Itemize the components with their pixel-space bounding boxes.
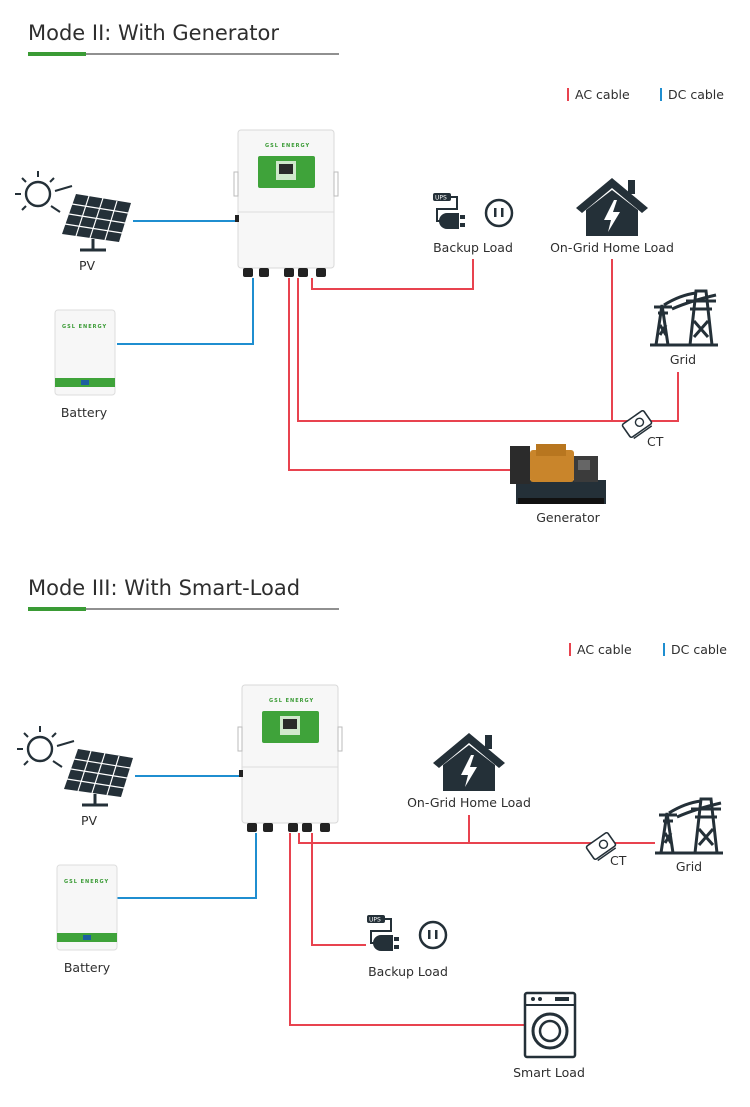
- battery-label: Battery: [61, 405, 108, 420]
- battery-logo: GSL ENERGY: [64, 879, 109, 885]
- battery-icon: GSL ENERGY: [56, 864, 118, 951]
- dc-legend-label: DC cable: [668, 87, 724, 102]
- title-accent-bar: [28, 607, 86, 611]
- backup-ac-cable: [311, 833, 366, 946]
- generator-ac-cable: [288, 278, 512, 471]
- inverter: GSL ENERGY: [233, 129, 339, 278]
- pv-label: PV: [81, 813, 98, 828]
- mode3-title: Mode III: With Smart-Load: [28, 576, 300, 600]
- backup-load-icon: UPS: [365, 913, 448, 953]
- inverter: GSL ENERGY: [237, 684, 343, 833]
- ct-label: CT: [647, 434, 664, 449]
- generator-icon: [510, 444, 606, 504]
- inverter-logo: GSL ENERGY: [265, 143, 310, 149]
- home-load-label: On-Grid Home Load: [550, 240, 674, 255]
- smart-load-ac-cable: [289, 833, 524, 1026]
- grid-label: Grid: [676, 859, 702, 874]
- battery-dc-cable: [117, 833, 257, 899]
- battery-dc-cable: [117, 278, 254, 345]
- pv-icon: [15, 724, 135, 807]
- legend: AC cable DC cable: [569, 642, 727, 657]
- grid-ac-cable: [298, 833, 655, 844]
- dc-legend-label: DC cable: [671, 642, 727, 657]
- washing-machine-icon: [523, 991, 577, 1059]
- legend: AC cable DC cable: [567, 87, 724, 102]
- house-icon: [433, 733, 505, 791]
- smart-load-label: Smart Load: [513, 1065, 585, 1080]
- backup-ac-cable: [311, 259, 474, 290]
- ups-tag: UPS: [435, 195, 447, 202]
- ac-legend-label: AC cable: [575, 87, 630, 102]
- mode2-title: Mode II: With Generator: [28, 21, 279, 45]
- mode3-section: Mode III: With Smart-Load AC cable DC ca…: [15, 576, 727, 1080]
- ups-tag: UPS: [369, 917, 381, 924]
- battery-logo: GSL ENERGY: [62, 324, 107, 330]
- grid-label: Grid: [670, 352, 696, 367]
- backup-load-label: Backup Load: [433, 240, 513, 255]
- battery-icon: GSL ENERGY: [54, 309, 116, 396]
- pv-icon: [13, 169, 133, 252]
- ct-label: CT: [610, 853, 627, 868]
- mode2-section: Mode II: With Generator AC cable DC cabl…: [13, 21, 724, 525]
- battery-label: Battery: [64, 960, 111, 975]
- backup-load-label: Backup Load: [368, 964, 448, 979]
- cables: [117, 775, 655, 1026]
- house-icon: [576, 178, 648, 236]
- grid-tower-icon: [648, 289, 720, 347]
- grid-tower-icon: [653, 797, 725, 855]
- pv-label: PV: [79, 258, 96, 273]
- ac-legend-label: AC cable: [577, 642, 632, 657]
- inverter-logo: GSL ENERGY: [269, 698, 314, 704]
- grid-ac-cable: [297, 278, 679, 422]
- backup-load-icon: UPS: [431, 191, 514, 231]
- title-accent-bar: [28, 52, 86, 56]
- home-load-label: On-Grid Home Load: [407, 795, 531, 810]
- cables: [117, 220, 679, 471]
- generator-label: Generator: [536, 510, 600, 525]
